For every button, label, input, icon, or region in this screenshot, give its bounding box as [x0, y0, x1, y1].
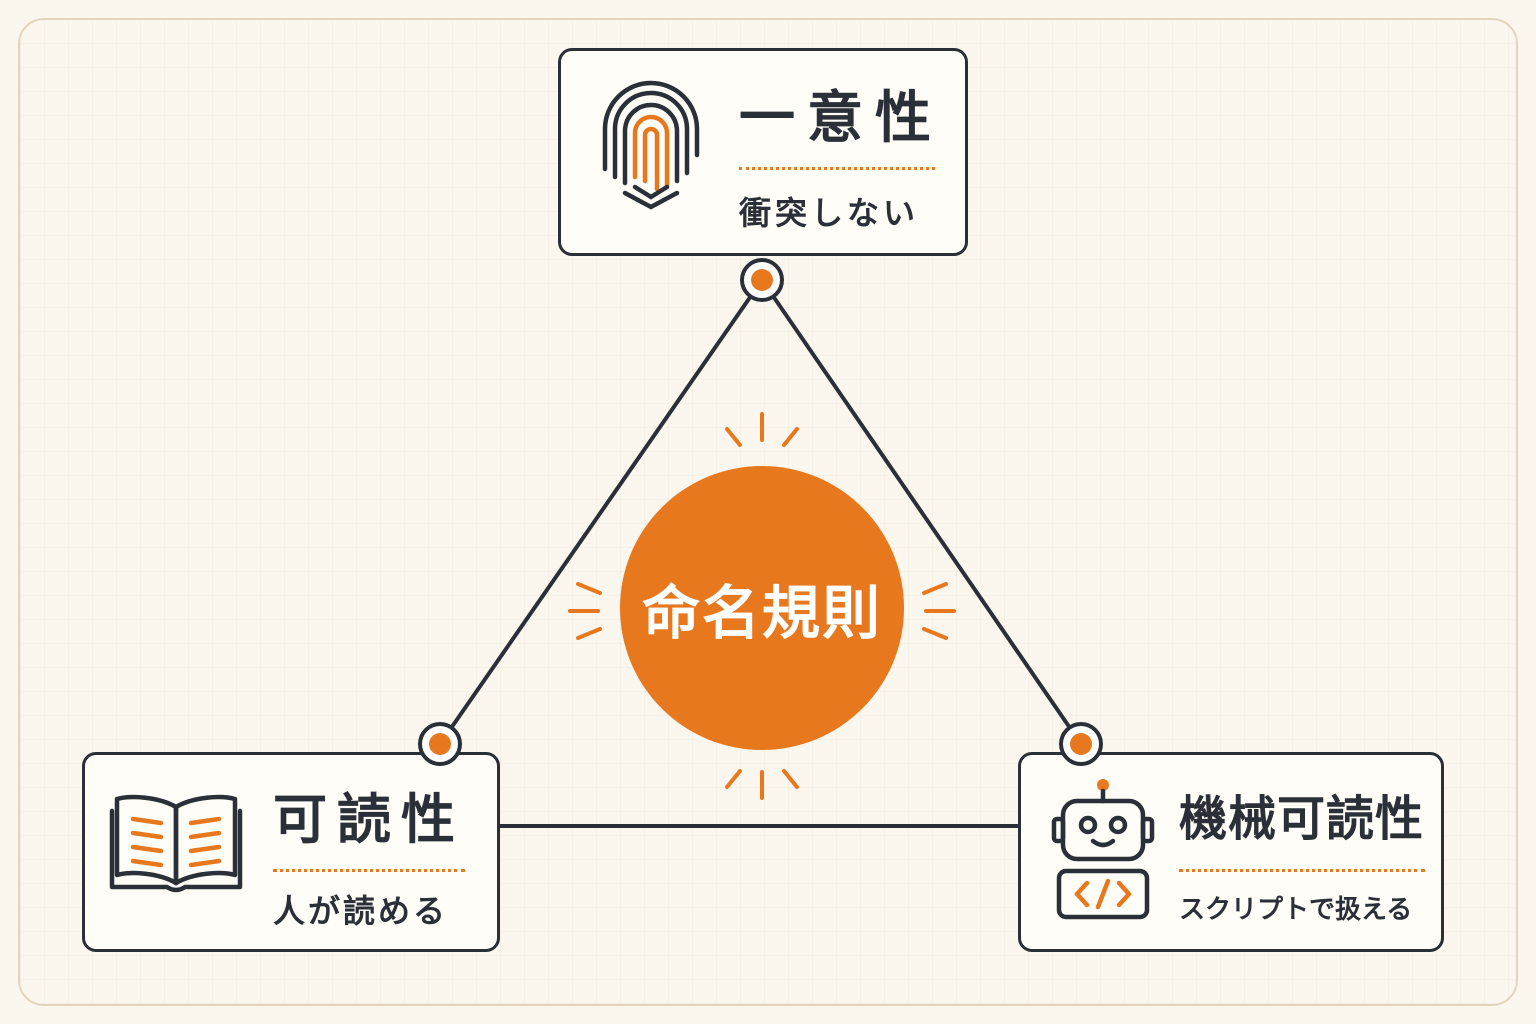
robot-icon	[1051, 777, 1155, 929]
node-title: 機械可読性	[1179, 791, 1425, 847]
node-card-readability: 可読性 人が読める	[82, 752, 500, 952]
node-subtitle: 衝突しない	[739, 194, 920, 232]
node-subtitle: 人が読める	[273, 892, 449, 930]
open-book-icon	[109, 793, 243, 901]
node-card-uniqueness: 一意性 衝突しない	[558, 48, 968, 256]
dotted-divider	[273, 869, 465, 872]
node-card-machine-readability: 機械可読性 スクリプトで扱える	[1018, 752, 1444, 952]
dotted-divider	[739, 167, 935, 170]
node-title: 可読性	[273, 788, 465, 851]
dotted-divider	[1179, 869, 1425, 872]
center-hub-label: 命名規則	[641, 579, 882, 647]
fingerprint-icon	[599, 77, 703, 215]
node-title: 一意性	[739, 86, 943, 151]
node-subtitle: スクリプトで扱える	[1179, 895, 1413, 925]
